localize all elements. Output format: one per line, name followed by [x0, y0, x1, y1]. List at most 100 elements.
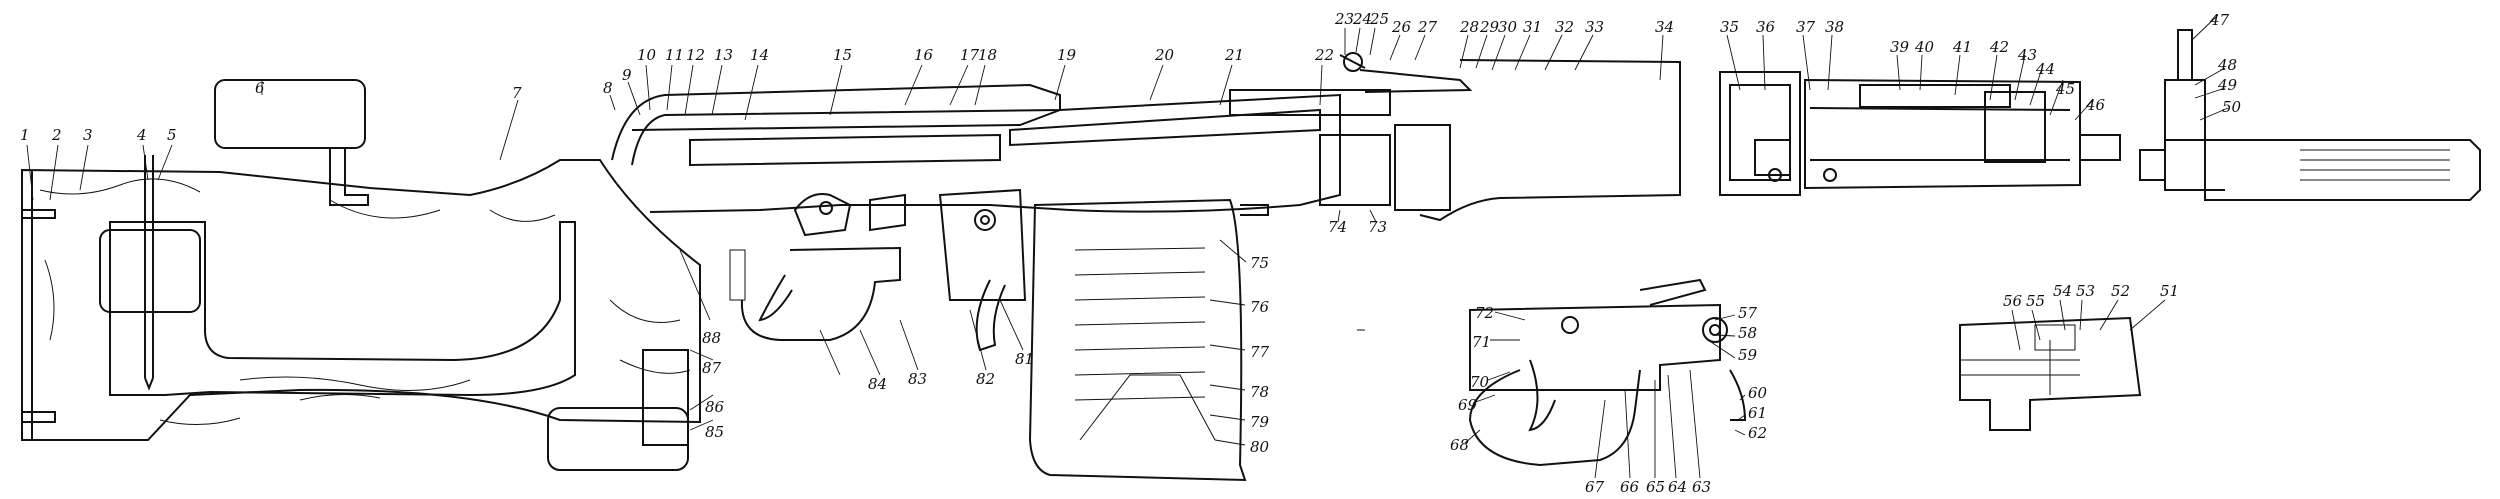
callout-68: 68	[1450, 436, 1469, 454]
callout-8: 8	[603, 79, 613, 97]
gas-piston	[1229, 89, 1391, 116]
wood-grain	[39, 178, 691, 425]
callout-82: 82	[976, 370, 995, 388]
callout-62: 62	[1748, 424, 1767, 442]
callout-32: 32	[1555, 18, 1574, 36]
magazine-floorplate-spring	[1079, 374, 1216, 441]
stock-thumbhole	[99, 229, 201, 313]
callout-63: 63	[1692, 478, 1711, 496]
callout-48: 48	[2217, 56, 2237, 74]
callout-59: 59	[1738, 346, 1758, 364]
inset-safety-inner	[1709, 324, 1721, 336]
callout-85: 85	[705, 423, 724, 441]
callout-77: 77	[1250, 343, 1270, 361]
callout-30: 30	[1498, 18, 1518, 36]
callout-69: 69	[1458, 396, 1478, 414]
receiver-rear-block	[1419, 59, 1681, 222]
trigger-detail-inset	[1468, 278, 1747, 467]
trigger-spring	[729, 249, 746, 301]
callout-44: 44	[2035, 60, 2055, 78]
callout-58: 58	[1738, 324, 1757, 342]
callout-24: 24	[1352, 10, 1372, 28]
inset-trigger-guard	[1468, 369, 1641, 467]
callout-52: 52	[2111, 282, 2130, 300]
barrel-segment	[2139, 149, 2166, 181]
callout-56: 56	[2003, 292, 2023, 310]
flash-hider	[2204, 139, 2481, 201]
bolt-head	[1394, 124, 1451, 211]
magazine-ribs	[1074, 247, 1206, 401]
callout-40: 40	[1914, 38, 1935, 56]
pin-35	[1768, 168, 1782, 182]
gas-regulator	[1984, 91, 2046, 163]
regulator-bore	[1960, 340, 2080, 395]
callout-88: 88	[702, 329, 721, 347]
callout-labels: 1 2 3 4 5 6 7 8 9 10 11 12 13 14 15 16 1…	[20, 10, 2242, 496]
cheek-rest-clamp	[329, 148, 369, 206]
callout-16: 16	[914, 46, 934, 64]
callout-46: 46	[2085, 96, 2106, 114]
callout-21: 21	[1224, 46, 1244, 64]
callout-51: 51	[2160, 282, 2179, 300]
callout-60: 60	[1748, 384, 1768, 402]
callout-86: 86	[705, 398, 725, 416]
inset-trigger	[1528, 359, 1556, 432]
callout-14: 14	[750, 46, 769, 64]
bolt	[1319, 134, 1391, 206]
callout-15: 15	[833, 46, 852, 64]
regulator-body	[1959, 316, 2142, 431]
callout-19: 19	[1057, 46, 1077, 64]
callout-3: 3	[83, 126, 93, 144]
inset-lever	[1639, 278, 1707, 306]
callout-84: 84	[868, 375, 887, 393]
callout-54: 54	[2053, 282, 2072, 300]
hammer	[793, 193, 852, 237]
callout-35: 35	[1720, 18, 1739, 36]
callout-74: 74	[1328, 218, 1347, 236]
callout-26: 26	[1391, 18, 1412, 36]
callout-49: 49	[2217, 76, 2238, 94]
callout-72: 72	[1475, 304, 1494, 322]
inset-safety	[1702, 317, 1728, 343]
front-sight-muzzle	[2139, 29, 2481, 201]
callout-41: 41	[1952, 38, 1972, 56]
callout-25: 25	[1369, 10, 1389, 28]
callout-13: 13	[714, 46, 733, 64]
leader-lines	[26, 14, 2229, 479]
callout-2: 2	[51, 126, 62, 144]
callout-70: 70	[1470, 373, 1490, 391]
callout-20: 20	[1154, 46, 1175, 64]
callout-80: 80	[1250, 438, 1270, 456]
callout-5: 5	[167, 126, 177, 144]
callout-43: 43	[2017, 46, 2037, 64]
callout-7: 7	[512, 84, 522, 102]
callout-4: 4	[136, 126, 147, 144]
callout-78: 78	[1250, 383, 1269, 401]
gas-tube	[1859, 84, 2011, 108]
callout-1: 1	[20, 126, 30, 144]
safety-lever	[975, 279, 1006, 352]
callout-64: 64	[1668, 478, 1687, 496]
flash-hider-slots	[2300, 149, 2450, 181]
inset-housing	[1469, 303, 1721, 391]
callout-65: 65	[1646, 478, 1665, 496]
callout-11: 11	[665, 46, 684, 64]
callout-47: 47	[2209, 11, 2230, 29]
callout-61: 61	[1748, 404, 1767, 422]
callout-67: 67	[1585, 478, 1605, 496]
recoil-spring-tube	[642, 349, 689, 446]
callout-45: 45	[2055, 80, 2075, 98]
safety-axis-inner	[980, 215, 990, 225]
receiver-body	[631, 93, 1341, 213]
inset-disconnector	[1729, 369, 1747, 421]
callout-17: 17	[960, 46, 980, 64]
front-sight-base	[2164, 79, 2225, 191]
trigger-guard	[740, 246, 901, 341]
callout-39: 39	[1890, 38, 1910, 56]
callout-22: 22	[1314, 46, 1334, 64]
safety-axis	[974, 209, 996, 231]
handguard-fill	[1754, 139, 1791, 176]
callout-79: 79	[1250, 413, 1270, 431]
regulator-spring	[2034, 324, 2076, 351]
callout-50: 50	[2222, 98, 2242, 116]
